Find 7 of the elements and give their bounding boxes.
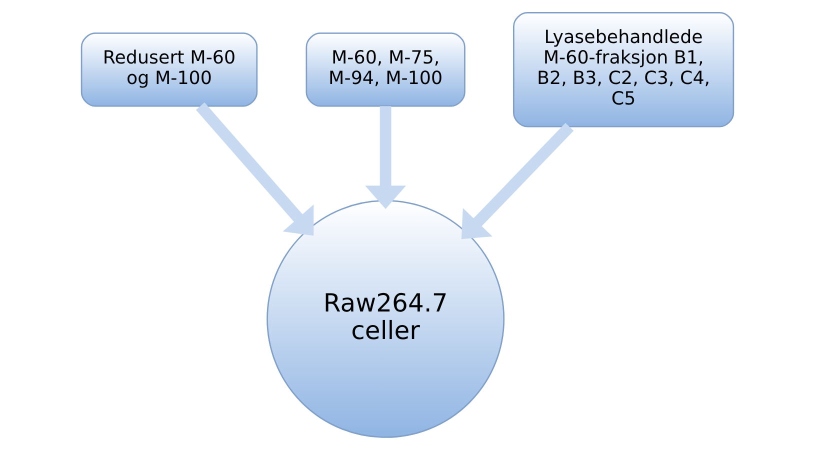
arrow: [461, 122, 574, 240]
arrow: [196, 102, 314, 236]
node-circle: Raw264.7 celler: [266, 200, 505, 438]
node-box: M-60, M-75, M-94, M-100: [306, 32, 466, 107]
node-box: Lyasebehandlede M-60-fraksjon B1, B2, B3, C2, C3, C4, C5: [513, 12, 734, 128]
node-box: Redusert M-60 og M-100: [80, 32, 258, 107]
arrow: [365, 106, 406, 210]
